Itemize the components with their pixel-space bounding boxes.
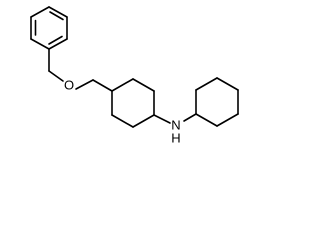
cyclohexane-ring-right <box>195 77 239 127</box>
benzene-bond <box>48 38 68 50</box>
molecule-structure: O N H <box>30 6 239 146</box>
ring-bond <box>195 113 218 127</box>
benzene-bond <box>30 38 50 50</box>
benzene-double-bond <box>49 11 64 21</box>
ring-bond <box>111 114 134 128</box>
ch2-cyclohexane-bond <box>92 79 113 92</box>
ch2-oxygen-bond <box>48 70 64 82</box>
benzene-bond <box>30 6 50 18</box>
nitrogen-atom-label: N <box>171 118 180 133</box>
ring-bond <box>111 78 134 92</box>
ring-bond <box>216 113 239 127</box>
benzene-bond <box>48 6 68 18</box>
ring-bond <box>132 78 155 92</box>
nitrogen-cyclohexyl-bond <box>183 113 197 122</box>
ring-bond <box>132 114 155 128</box>
ring-bond <box>195 77 218 91</box>
cyclohexane-ring-central <box>111 78 155 128</box>
ring-nitrogen-bond <box>153 114 171 124</box>
oxygen-atom-label: O <box>64 78 74 93</box>
ring-bond <box>216 77 239 91</box>
benzene-double-bond <box>48 35 63 45</box>
benzene-ring <box>30 6 68 50</box>
oxygen-ch2-bond <box>75 79 94 90</box>
amine-hydrogen-label: H <box>171 131 180 146</box>
